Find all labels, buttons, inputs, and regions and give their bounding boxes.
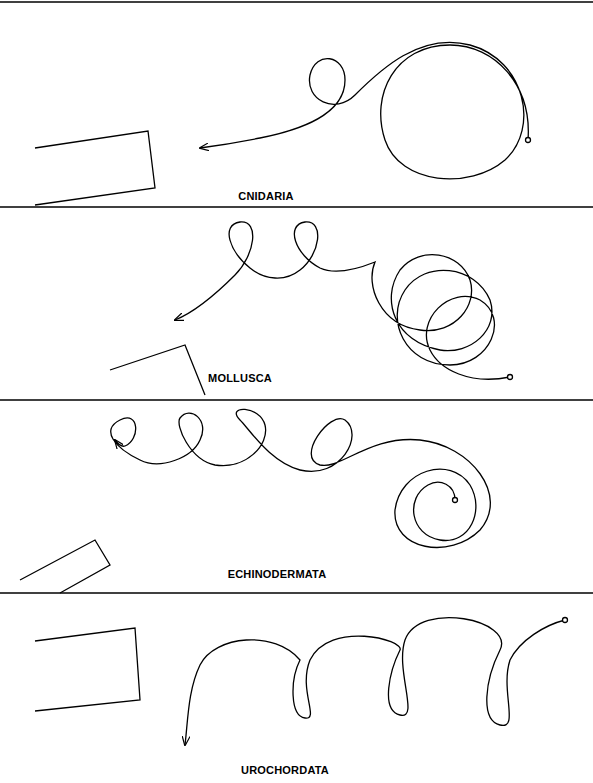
object-outline: [20, 540, 110, 593]
panel-divider: [0, 1, 593, 2]
swim-path: [200, 42, 528, 179]
start-point: [508, 375, 513, 380]
swim-path: [185, 618, 565, 745]
phylum-label: CNIDARIA: [236, 190, 295, 202]
start-point: [526, 138, 531, 143]
swim-path: [111, 409, 491, 547]
panel-divider: [0, 206, 593, 207]
object-outline: [35, 131, 155, 205]
start-point: [453, 498, 458, 503]
phylum-label: MOLLUSCA: [206, 372, 274, 384]
panel-divider: [0, 592, 593, 593]
phylum-label: UROCHORDATA: [239, 764, 331, 776]
swim-path: [175, 222, 510, 379]
start-point: [563, 618, 568, 623]
phylum-label: ECHINODERMATA: [226, 568, 329, 580]
object-outline: [35, 628, 140, 711]
panel-divider: [0, 399, 593, 400]
object-outline: [110, 345, 205, 395]
